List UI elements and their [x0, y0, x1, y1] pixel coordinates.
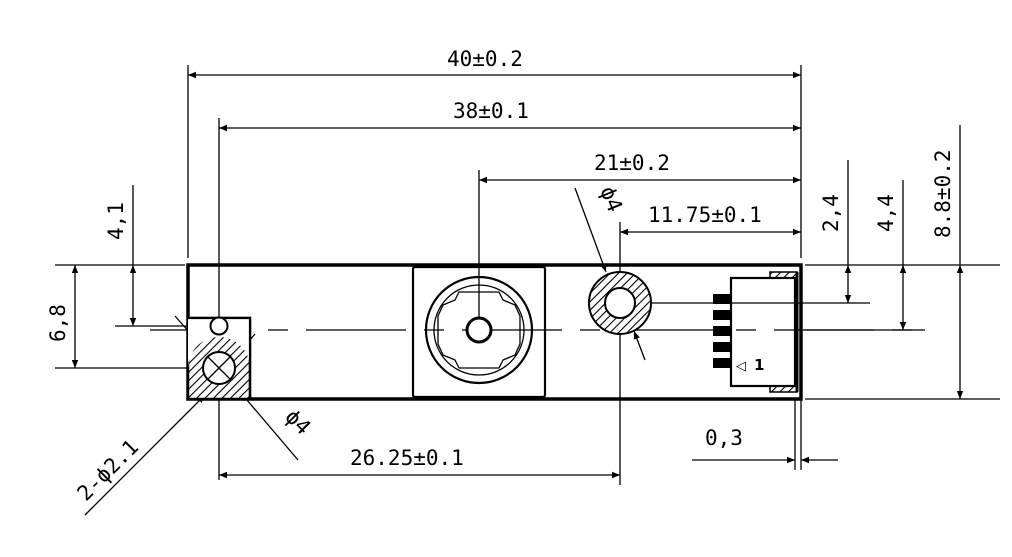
dim-dia-right: ϕ4: [595, 183, 627, 215]
camera-lens: [411, 265, 547, 399]
dimension-lines: [71, 71, 964, 516]
dim-lens-to-edge: 21±0.2: [594, 151, 670, 175]
dim-hole-to-edge: 38±0.1: [453, 99, 529, 123]
mount-hole-right: [588, 271, 652, 335]
dim-offset: 0,3: [705, 426, 743, 450]
mount-hole-small: [209, 316, 229, 336]
dim-overall-height: 8.8±0.2: [931, 149, 955, 238]
module-outline: [186, 263, 803, 401]
dim-left-4-1: 4,1: [104, 202, 128, 240]
dim-height-2-4: 2,4: [819, 194, 843, 232]
dim-overall-length: 40±0.2: [447, 47, 523, 71]
pin1-label: 1: [754, 356, 764, 374]
dim-dia-left: ϕ4: [280, 405, 315, 440]
dim-hole-right-to-edge: 11.75±0.1: [648, 203, 762, 227]
connector-pins: [713, 294, 731, 368]
pin1-marker: ◁: [736, 359, 746, 374]
connector: ◁ 1: [713, 271, 799, 393]
dim-mount-holes: 2-ϕ2.1: [73, 435, 144, 506]
dim-left-6-8: 6,8: [46, 304, 70, 342]
dim-hole-spacing: 26.25±0.1: [350, 446, 464, 470]
dim-height-4-4: 4,4: [874, 194, 898, 232]
left-mount-block: [186, 316, 252, 401]
